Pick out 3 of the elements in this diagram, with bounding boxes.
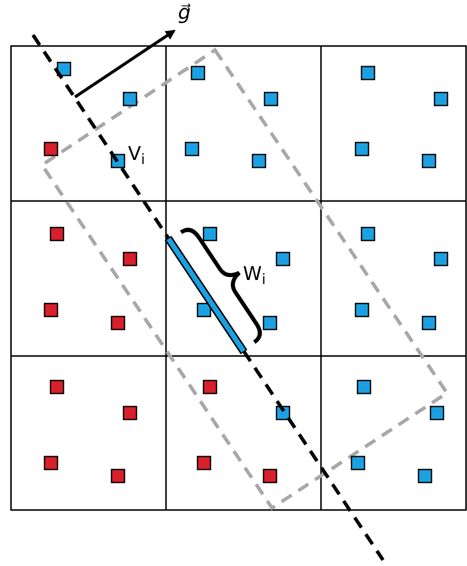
vector-label: g⃗ [178, 2, 191, 22]
region-label: V$_{i}$ [128, 145, 145, 164]
width-label: W$_{i}$ [243, 265, 266, 284]
